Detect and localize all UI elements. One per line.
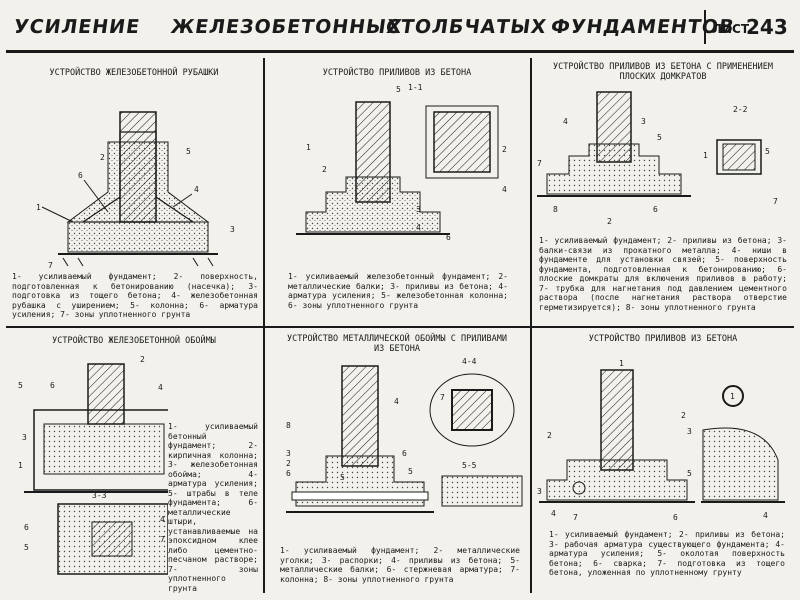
panel-additions-2: УСТРОЙСТВО ПРИЛИВОВ ИЗ БЕТОНА 1 1 2 3 4 7 6… [533, 330, 793, 592]
sheet-number: 243 [746, 15, 788, 39]
svg-text:3: 3 [687, 427, 692, 436]
svg-text:2: 2 [502, 145, 507, 154]
panel-caption: 1- усиливаемый фундамент; 2- приливы из … [549, 530, 785, 577]
svg-text:5: 5 [186, 147, 191, 156]
svg-text:1: 1 [18, 461, 23, 470]
svg-text:2: 2 [140, 355, 145, 364]
steel-casing-drawing: 4-4 5-5 83 26 46 55 7 [286, 357, 523, 513]
grid-divider-h [6, 326, 794, 328]
panel-caption: 1- усиливаемый бетонный фундамент; 2- ки… [168, 422, 258, 593]
svg-text:6: 6 [286, 469, 291, 478]
sheet-label: ЛИСТ [712, 22, 750, 36]
svg-text:7: 7 [773, 197, 778, 206]
svg-text:4: 4 [394, 397, 399, 406]
svg-text:7: 7 [537, 159, 542, 168]
panel-jacket: УСТРОЙСТВО ЖЕЛЕЗОБЕТОННОЙ РУБАШКИ 1 2 3 4 … [8, 60, 260, 324]
title-word-2: ЖЕЛЕЗОБЕТОННЫХ [169, 16, 404, 38]
rc-casing-drawing: 3-3 2 5 6 3 1 4 6 5 4 7 [18, 355, 168, 575]
panel-caption: 1- усиливаемый фундамент; 2- поверхность… [12, 272, 258, 319]
svg-text:6: 6 [446, 233, 451, 242]
svg-text:6: 6 [78, 171, 83, 180]
svg-text:8: 8 [553, 205, 558, 214]
jacket-labels: 1 2 3 4 5 6 7 [36, 147, 235, 270]
svg-text:4: 4 [763, 511, 768, 520]
svg-text:4: 4 [551, 509, 556, 518]
svg-text:5: 5 [408, 467, 413, 476]
svg-text:1: 1 [306, 143, 311, 152]
svg-text:3: 3 [416, 205, 421, 214]
svg-text:8: 8 [286, 421, 291, 430]
panel-caption: 1- усиливаемый железобетонный фундамент;… [288, 272, 508, 310]
title-word-1: УСИЛЕНИЕ [12, 16, 142, 38]
panel-title: УСТРОЙСТВО ЖЕЛЕЗОБЕТОННОЙ ОБОЙМЫ [52, 336, 216, 346]
section-label-2-2: 2-2 [733, 105, 748, 114]
svg-text:4: 4 [158, 383, 163, 392]
svg-text:1: 1 [36, 203, 41, 212]
jacks-drawing: 2-2 4 7 3 5 1 5 7 8 6 2 [537, 91, 778, 226]
svg-text:5: 5 [687, 469, 692, 478]
svg-text:4: 4 [194, 185, 199, 194]
additions-drawing: 1-1 5 1 2 3 4 2 4 6 [296, 83, 507, 242]
svg-text:6: 6 [24, 523, 29, 532]
svg-text:1: 1 [619, 359, 624, 368]
svg-text:3: 3 [286, 449, 291, 458]
panel-steel-casing: УСТРОЙСТВО МЕТАЛЛИЧЕСКОЙ ОБОЙМЫ С ПРИЛИВ… [266, 330, 528, 592]
panel-caption: 1- усиливаемый фундамент; 2- приливы из … [539, 236, 787, 312]
svg-text:5: 5 [24, 543, 29, 552]
svg-text:2: 2 [100, 153, 105, 162]
title-word-3: СТОЛБЧАТЫХ [384, 16, 549, 38]
grid-divider-v2 [530, 58, 532, 593]
svg-text:7: 7 [48, 261, 53, 270]
svg-text:5: 5 [765, 147, 770, 156]
panel-title: УСТРОЙСТВО ПРИЛИВОВ ИЗ БЕТОНА С ПРИМЕНЕН… [552, 62, 774, 82]
panel-title: УСТРОЙСТВО ПРИЛИВОВ ИЗ БЕТОНА [322, 68, 472, 78]
svg-text:2: 2 [681, 411, 686, 420]
svg-text:5: 5 [396, 85, 401, 94]
detail-callout: 1 [730, 392, 735, 401]
svg-text:4: 4 [160, 515, 165, 524]
svg-text:7: 7 [573, 513, 578, 522]
svg-text:2: 2 [322, 165, 327, 174]
section-label-4-4: 4-4 [462, 357, 477, 366]
svg-text:5: 5 [18, 381, 23, 390]
section-label-5-5: 5-5 [462, 461, 477, 470]
section-label-3-3: 3-3 [92, 491, 107, 500]
svg-text:3: 3 [22, 433, 27, 442]
svg-text:3: 3 [230, 225, 235, 234]
additions-2-drawing: 1 1 2 3 4 7 6 3 5 2 4 [537, 359, 785, 522]
svg-text:4: 4 [502, 185, 507, 194]
panel-additions-jacks: УСТРОЙСТВО ПРИЛИВОВ ИЗ БЕТОНА С ПРИМЕНЕН… [533, 60, 793, 324]
panel-concrete-additions: УСТРОЙСТВО ПРИЛИВОВ ИЗ БЕТОНА 1-1 5 1 2 3 … [266, 60, 528, 324]
panel-title: УСТРОЙСТВО ПРИЛИВОВ ИЗ БЕТОНА [588, 334, 738, 344]
section-label-1-1: 1-1 [408, 83, 423, 92]
svg-text:4: 4 [563, 117, 568, 126]
svg-text:6: 6 [402, 449, 407, 458]
svg-text:6: 6 [653, 205, 658, 214]
svg-text:7: 7 [440, 393, 445, 402]
svg-text:5: 5 [340, 473, 345, 482]
svg-text:1: 1 [703, 151, 708, 160]
jacket-drawing: 1 2 3 4 5 6 7 [36, 111, 235, 270]
panel-rc-casing: УСТРОЙСТВО ЖЕЛЕЗОБЕТОННОЙ ОБОЙМЫ 3-3 2 5 … [8, 330, 260, 593]
svg-text:7: 7 [160, 535, 165, 544]
svg-text:2: 2 [286, 459, 291, 468]
svg-text:3: 3 [641, 117, 646, 126]
panel-title: УСТРОЙСТВО МЕТАЛЛИЧЕСКОЙ ОБОЙМЫ С ПРИЛИВ… [286, 334, 508, 354]
grid-divider-v1 [263, 58, 265, 593]
svg-text:6: 6 [673, 513, 678, 522]
sheet-header: УСИЛЕНИЕ ЖЕЛЕЗОБЕТОННЫХ СТОЛБЧАТЫХ ФУНДА… [6, 6, 794, 53]
svg-text:2: 2 [547, 431, 552, 440]
panel-caption: 1- усиливаемый фундамент; 2- металлическ… [280, 546, 520, 584]
svg-text:5: 5 [657, 133, 662, 142]
panel-title: УСТРОЙСТВО ЖЕЛЕЗОБЕТОННОЙ РУБАШКИ [49, 68, 219, 78]
svg-text:4: 4 [416, 223, 421, 232]
sheet-number-box: ЛИСТ 243 [704, 10, 794, 44]
svg-text:3: 3 [537, 487, 542, 496]
svg-text:2: 2 [607, 217, 612, 226]
svg-text:6: 6 [50, 381, 55, 390]
